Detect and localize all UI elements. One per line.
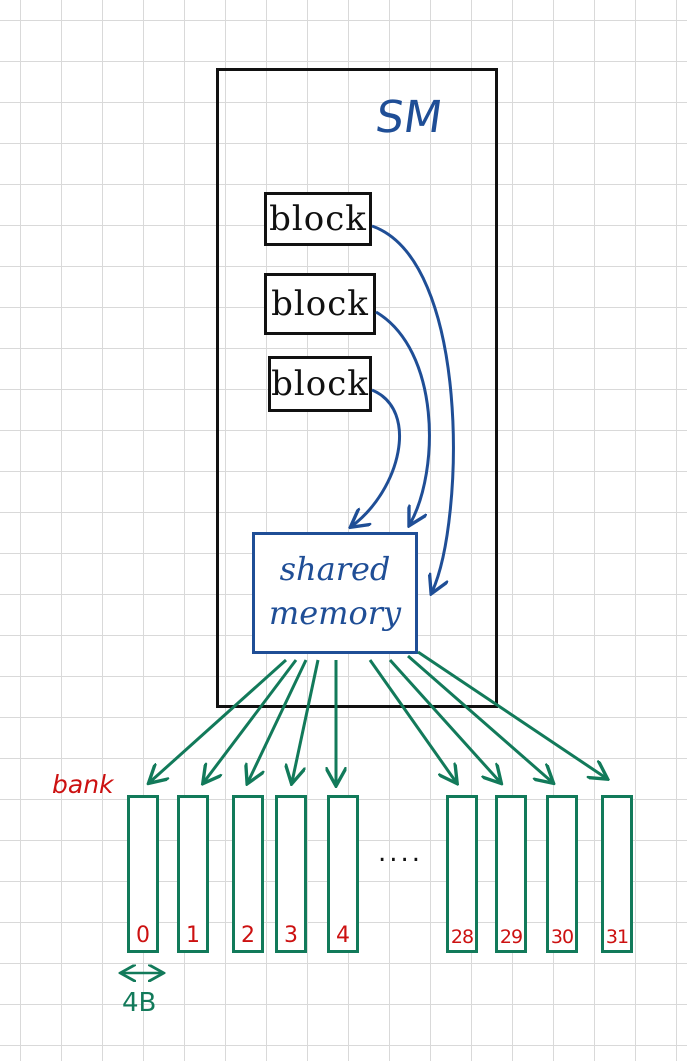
bank-2-number: 2 [241,923,255,948]
shared-memory-line-2: memory [268,594,402,632]
arrow-block3-to-shmem [352,388,401,526]
bank-30: 30 [546,795,578,953]
bank-3: 3 [275,795,307,953]
arrow-to-bank-3 [292,659,320,782]
arrow-to-bank-31 [417,650,606,778]
block-2: block [264,273,376,335]
bank-28: 28 [446,795,478,953]
bank-30-number: 30 [550,926,574,948]
bank-29: 29 [495,795,527,953]
arrow-to-bank-28 [368,659,456,782]
arrow-to-bank-29 [388,658,500,782]
sm-container [216,68,498,708]
bank-1: 1 [177,795,209,953]
bank-2: 2 [232,795,264,953]
shared-memory: shared memory [252,532,418,654]
block-3: block [268,356,372,412]
block-2-label: block [271,284,369,324]
bank-28-number: 28 [450,926,474,948]
shared-memory-line-1: shared [279,550,391,588]
bank-31-number: 31 [605,926,629,948]
bank-31: 31 [601,795,633,953]
bank-1-number: 1 [186,923,200,948]
arrow-to-bank-0 [150,658,288,782]
bank-29-number: 29 [499,926,523,948]
bank-label: bank [52,770,114,799]
arrow-block2-to-shmem [375,310,431,524]
block-3-label: block [271,364,369,404]
arrow-to-bank-2 [248,659,308,782]
block-1: block [264,192,372,246]
arrow-to-bank-1 [204,659,298,782]
bank-4: 4 [327,795,359,953]
arrow-block1-to-shmem [371,224,455,592]
arrow-to-bank-30 [407,654,552,782]
bank-3-number: 3 [284,923,298,948]
block-1-label: block [269,199,367,239]
bank-0-number: 0 [136,923,150,948]
ellipsis: .... [378,838,424,868]
bank-width-label: 4B [122,988,157,1018]
bank-0: 0 [127,795,159,953]
bank-4-number: 4 [336,923,350,948]
